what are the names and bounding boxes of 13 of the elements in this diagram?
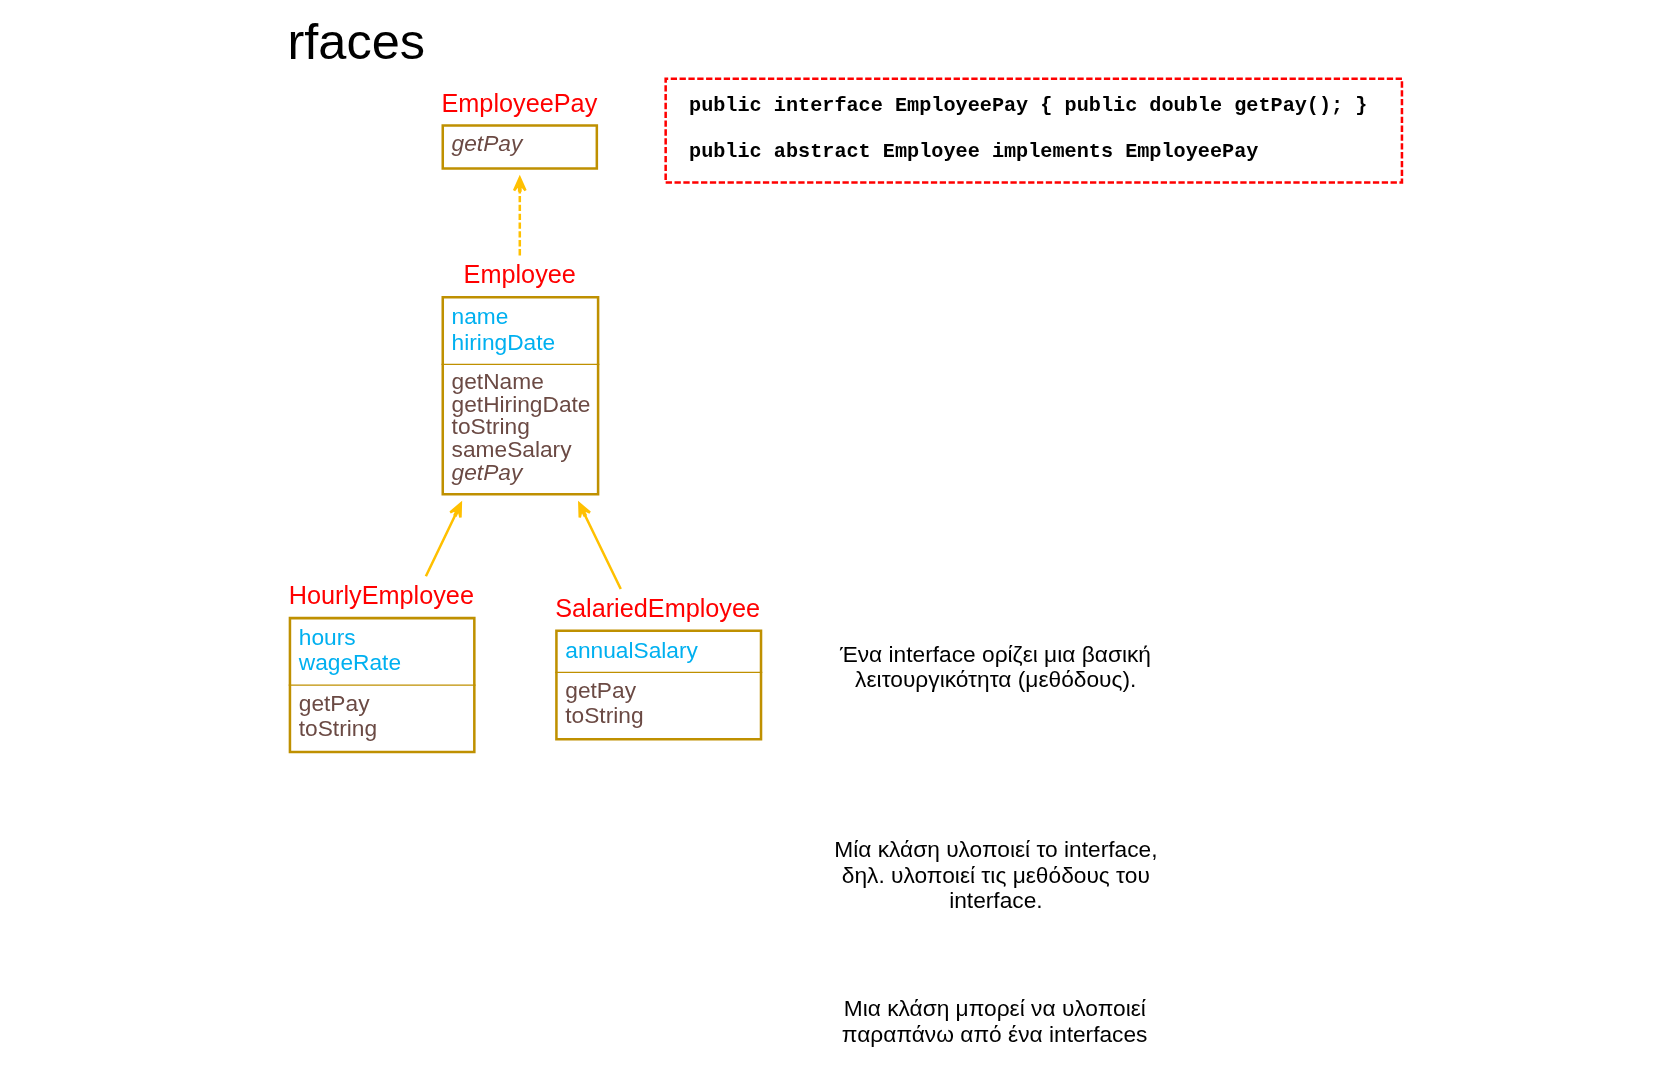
label: Ένα interface ορίζει μια βασική λειτουργικότητα (μεθόδους). (839, 640, 1151, 692)
node-label: HourlyEmployee (288, 581, 474, 610)
diagram-title: rfaces (286, 12, 425, 70)
node-box: public interface EmployeePay { public double getPay(); } public abstract Employee implements EmployeePay (663, 77, 1403, 184)
node-label: EmployeePay (440, 88, 597, 117)
node-label: SalariedEmployee (554, 593, 760, 622)
arrow (512, 176, 527, 256)
label: Μία κλάση υλοποιεί το interface, δηλ. υλοποιεί τις μεθόδους του interface. (833, 836, 1157, 913)
node-box: getPay (441, 124, 598, 170)
arrow (577, 502, 622, 590)
label: Μια κλάση μπορεί να υλοποιεί παραπάνω από ένα interfaces (841, 995, 1147, 1047)
arrow (424, 502, 462, 577)
node-label: Employee (463, 260, 576, 289)
